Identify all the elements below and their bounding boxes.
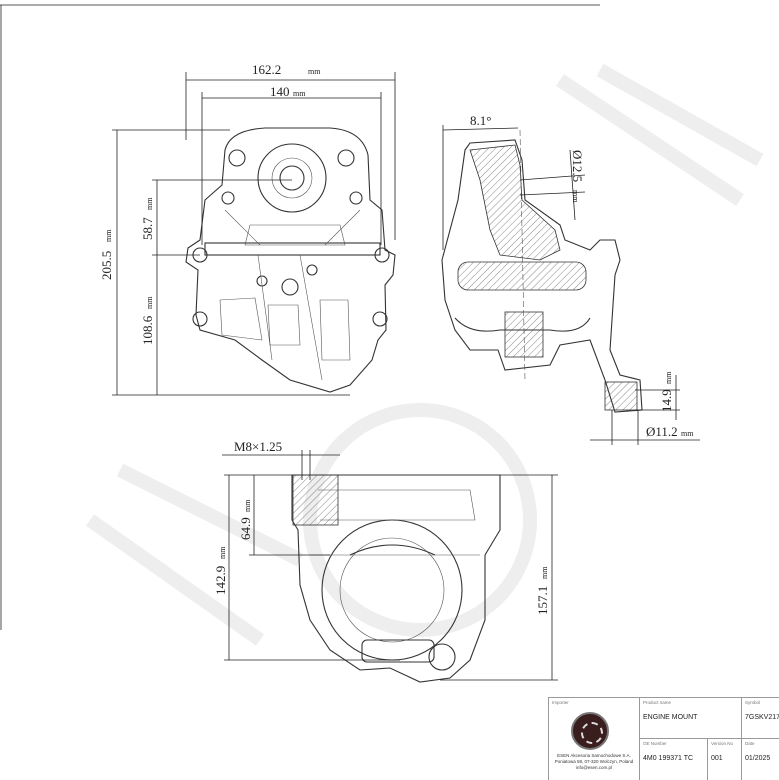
importer-label: Importer [552,700,569,705]
version-label: Version No [711,741,734,746]
importer-address: ESEN Akcesoria Samochodowe S.A. Poniatow… [549,753,639,771]
dim-unit: mm [104,229,113,242]
version-value: 001 [711,755,723,762]
oe-number-cell: OE Number 4M0 199371 TC [639,738,707,780]
dim-bore-diameter: Ø12.5 [570,150,585,182]
dim-unit: mm [664,371,673,384]
date-value: 01/2025 [745,755,771,762]
dim-width-overall: 162.2 [252,62,281,77]
front-view-dimensions: 162.2 mm 140 mm 205.5 mm 58.7 mm 108.6 m… [99,62,396,396]
bottom-view-dimensions: M8×1.25 64.9 mm 142.9 mm 157.1 mm [213,439,558,681]
dim-height-left: 142.9 [213,566,228,595]
dim-height-right: 157.1 [535,586,550,615]
date-cell: Date 01/2025 [741,738,779,780]
dim-thread: M8×1.25 [234,439,282,454]
oe-number: 4M0 199371 TC [643,755,694,762]
dim-unit: mm [540,566,549,579]
importer-logo [571,712,609,750]
symbol-cell: Symbol 7GSKV217 [741,698,779,738]
dim-angle: 8.1° [470,113,491,128]
dim-depth-upper: 64.9 [238,517,253,540]
dim-unit: mm [308,67,321,76]
product-name-cell: Product name ENGINE MOUNT [639,698,741,738]
watermark [85,63,764,646]
dim-height-upper: 58.7 [140,217,155,240]
front-view [185,127,396,393]
dim-unit: mm [243,499,252,512]
date-label: Date [745,741,755,746]
product-name: ENGINE MOUNT [643,714,698,721]
dim-height-overall: 205.5 [99,251,114,280]
symbol-value: 7GSKV217 [745,714,779,721]
side-view-dimensions: 8.1° Ø12.5 mm 14.9 mm Ø11.2 mm [442,113,700,445]
dim-unit: mm [571,190,580,203]
dim-height-lower: 108.6 [140,315,155,345]
bottom-view [291,474,501,683]
dim-unit: mm [218,546,227,559]
symbol-label: Symbol [745,700,761,705]
oe-number-label: OE Number [643,741,667,746]
dim-foot-height: 14.9 [659,389,674,412]
importer-line: info@esen.com.pl [575,765,613,770]
importer-cell: Importer ESEN Akcesoria Samochodowe S.A.… [549,698,639,780]
dim-foot-hole-diameter: Ø11.2 [646,424,678,439]
version-cell: Version No 001 [707,738,741,780]
side-view [441,129,643,413]
importer-line: ESEN Akcesoria Samochodowe S.A. [557,753,631,758]
product-name-label: Product name [643,700,672,705]
dim-unit: mm [145,296,154,309]
dim-unit: mm [293,89,306,98]
dim-unit: mm [681,429,694,438]
dim-width-holes: 140 [270,84,290,99]
dim-unit: mm [145,197,154,210]
importer-line: Poniatowa 59, 07-320 Wolczyn, Poland [554,759,634,764]
title-block: Importer ESEN Akcesoria Samochodowe S.A.… [548,697,779,780]
